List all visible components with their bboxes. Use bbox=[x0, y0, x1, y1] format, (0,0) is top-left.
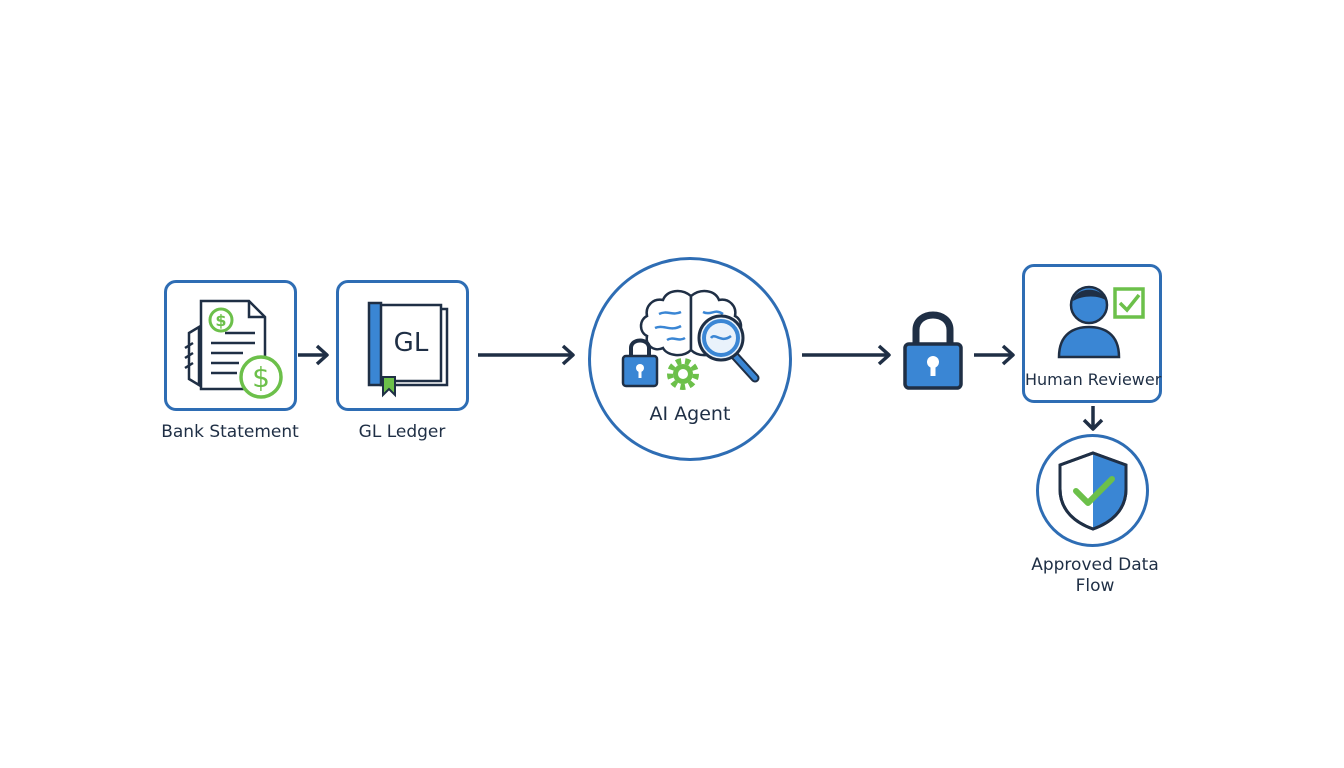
ai-agent-icon bbox=[621, 289, 760, 390]
edge-arrow-reviewer-to-approved bbox=[1082, 406, 1104, 431]
human-reviewer-node[interactable]: Human Reviewer bbox=[1022, 264, 1162, 403]
magnifier-icon bbox=[697, 314, 760, 383]
svg-text:$: $ bbox=[252, 361, 270, 394]
gl-ledger-node[interactable]: GL bbox=[336, 280, 469, 411]
edge-arrow-lock-to-reviewer bbox=[974, 344, 1015, 366]
reviewer-icon bbox=[1057, 285, 1145, 359]
bank-statement-icon: $ $ bbox=[184, 299, 283, 399]
ledger-book-text: GL bbox=[394, 328, 429, 358]
human-reviewer-label: Human Reviewer bbox=[1025, 370, 1162, 389]
svg-text:$: $ bbox=[215, 311, 226, 330]
approved-data-flow-node[interactable] bbox=[1036, 434, 1149, 547]
bank-statement-node[interactable]: $ $ bbox=[164, 280, 297, 411]
shield-check-icon bbox=[1058, 451, 1128, 531]
edge-arrow-gl-to-agent bbox=[478, 344, 575, 366]
secure-lock-icon[interactable] bbox=[902, 306, 964, 392]
ai-agent-node[interactable]: AI Agent bbox=[588, 257, 792, 461]
approved-data-flow-label: Approved Data Flow bbox=[1031, 555, 1159, 596]
lock-icon bbox=[621, 338, 659, 388]
ledger-book-icon: GL bbox=[367, 301, 449, 398]
edge-arrow-agent-to-lock bbox=[802, 344, 891, 366]
ai-agent-label: AI Agent bbox=[649, 403, 731, 425]
edge-arrow-bank-to-gl bbox=[298, 344, 329, 366]
person-icon bbox=[1057, 285, 1121, 359]
gl-ledger-label: GL Ledger bbox=[358, 422, 446, 442]
checkbox-icon bbox=[1113, 287, 1145, 319]
gear-icon bbox=[667, 358, 699, 390]
bank-statement-label: Bank Statement bbox=[161, 422, 299, 442]
